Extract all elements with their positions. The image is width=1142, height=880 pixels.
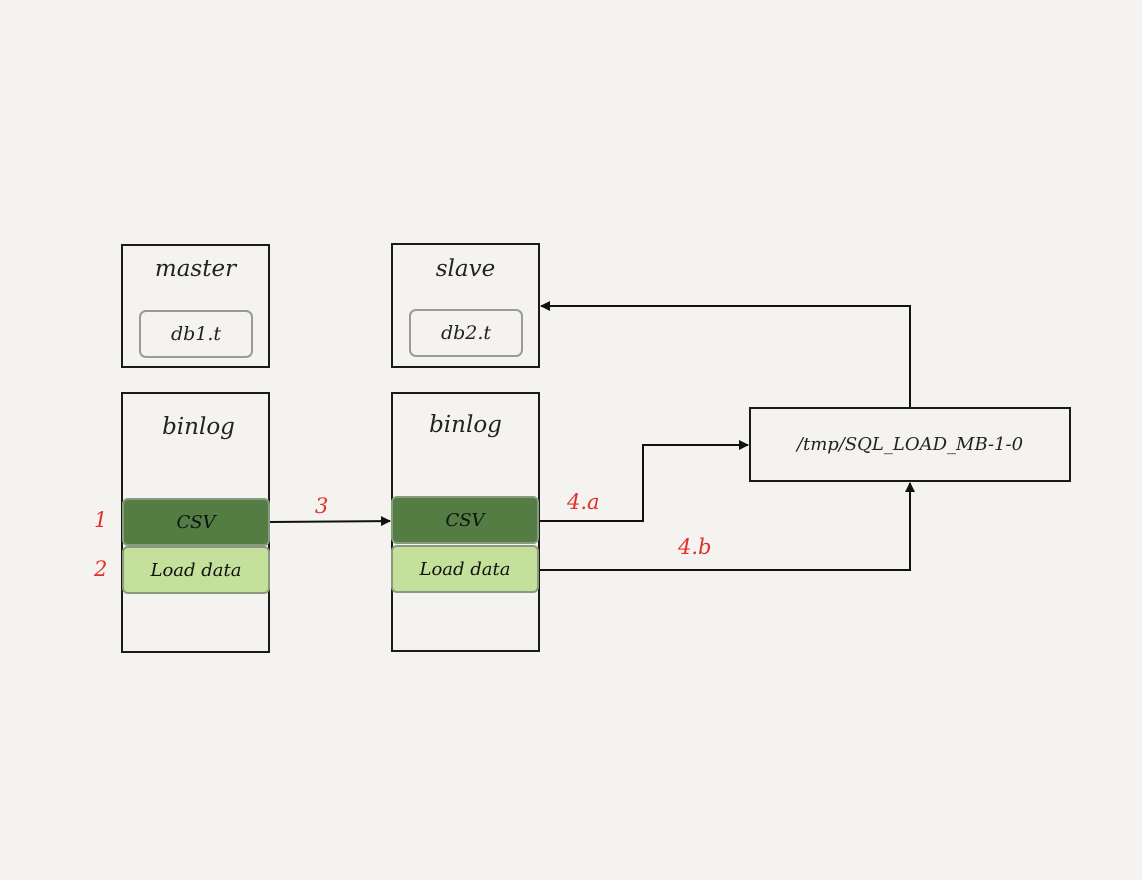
step-label-1: 1 bbox=[94, 508, 108, 532]
slave-binlog-title: binlog bbox=[429, 412, 502, 438]
slave-table: db2.t bbox=[409, 309, 523, 357]
slave-binlog-load-data-event: Load data bbox=[391, 545, 539, 593]
slave-title: slave bbox=[435, 256, 496, 282]
arrow-step-3 bbox=[269, 516, 391, 527]
master-title: master bbox=[154, 256, 237, 282]
step-label-2: 2 bbox=[94, 557, 108, 581]
master-binlog-load-data-event: Load data bbox=[122, 546, 270, 594]
tmp-file-box: /tmp/SQL_LOAD_MB-1-0 bbox=[749, 407, 1071, 482]
step-label-4a: 4.a bbox=[567, 490, 600, 514]
step-label-3: 3 bbox=[315, 494, 329, 518]
arrow-step-4b bbox=[540, 482, 915, 571]
master-server-box: master db1.t bbox=[121, 244, 270, 368]
master-table: db1.t bbox=[139, 310, 253, 358]
slave-binlog-csv-event: CSV bbox=[391, 496, 539, 544]
master-binlog-title: binlog bbox=[162, 414, 235, 440]
step-label-4b: 4.b bbox=[678, 535, 712, 559]
slave-server-box: slave db2.t bbox=[391, 243, 540, 368]
tmp-file-label: /tmp/SQL_LOAD_MB-1-0 bbox=[796, 434, 1024, 455]
arrow-tmp-to-slave bbox=[540, 301, 911, 407]
master-binlog-csv-event: CSV bbox=[122, 498, 270, 546]
arrow-step-4a bbox=[540, 440, 749, 522]
